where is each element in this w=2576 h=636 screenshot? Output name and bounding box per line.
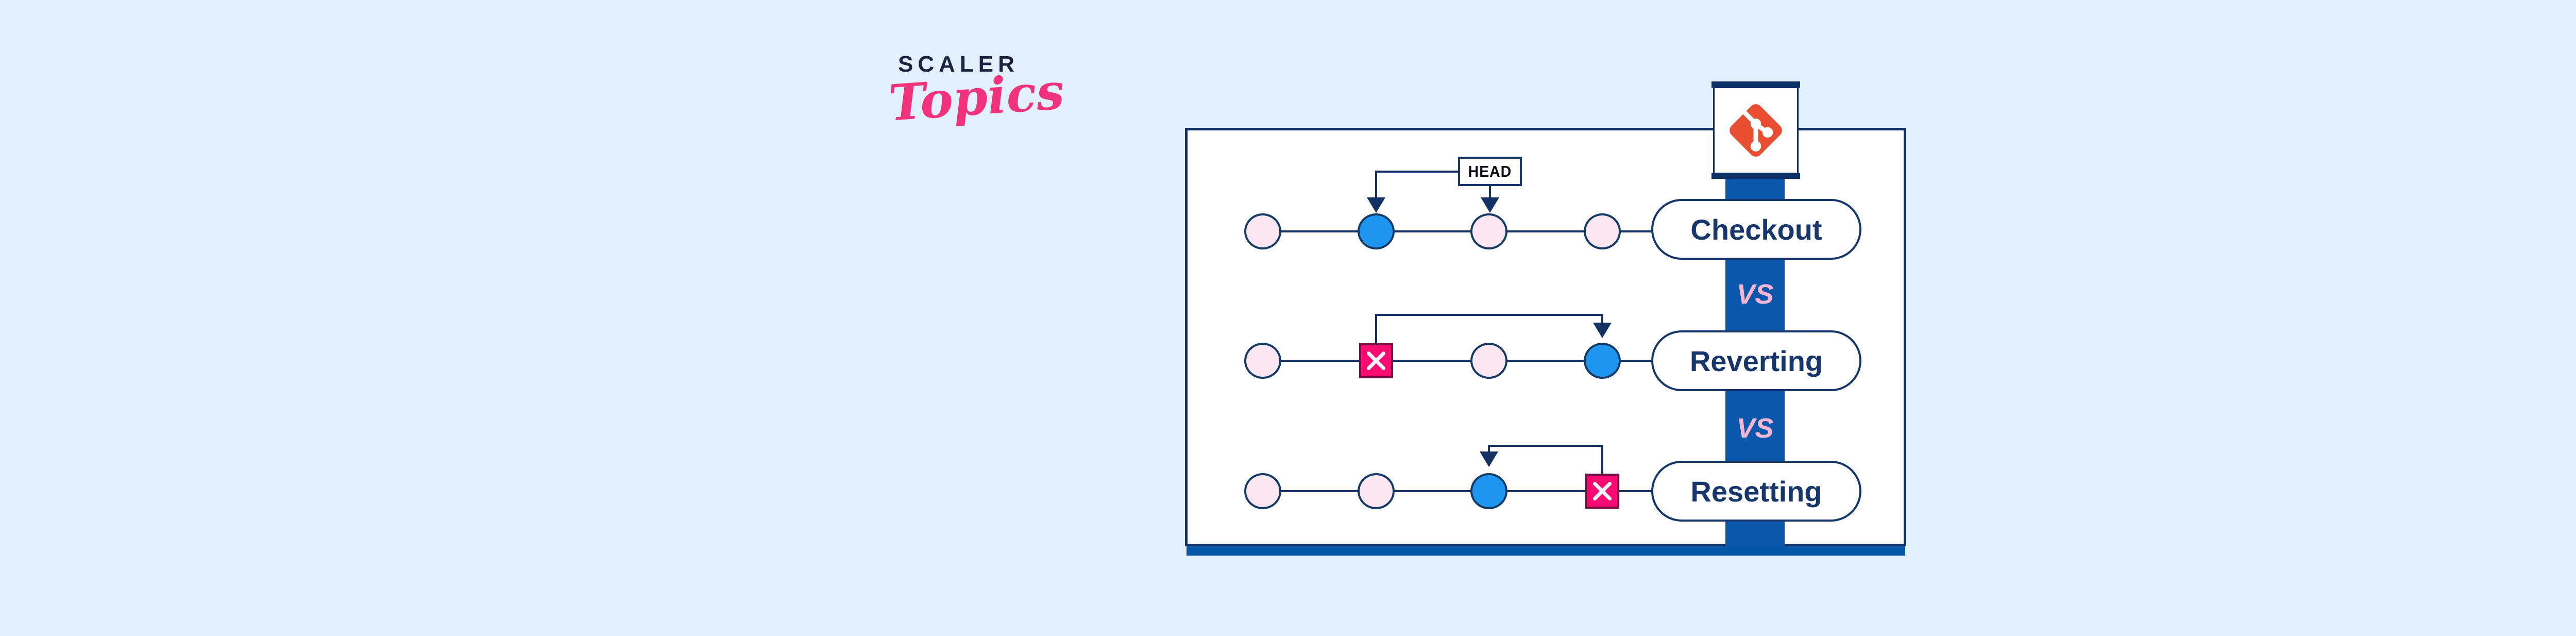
git-icon-cap-top [1711, 81, 1800, 88]
head-elbow-hline [1376, 171, 1459, 173]
resetting-label: Resetting [1690, 475, 1822, 508]
head-elbow-arrowhead-icon [1367, 197, 1385, 213]
revert-elbow-hline [1375, 314, 1603, 316]
reset-elbow-vline-right [1601, 446, 1603, 474]
commit-line-row3 [1263, 490, 1653, 492]
blue-commit-node [1358, 213, 1395, 249]
pink-commit-node [1244, 343, 1281, 379]
reverting-pill: Reverting [1651, 330, 1861, 391]
pink-commit-node [1244, 473, 1281, 509]
reset-elbow-hline [1488, 445, 1603, 447]
pink-commit-node [1470, 343, 1507, 379]
git-logo-icon [1730, 104, 1782, 157]
checkout-label: Checkout [1690, 213, 1822, 246]
logo-script-text: Topics [887, 62, 1066, 132]
head-elbow-vline [1375, 171, 1377, 198]
head-box: HEAD [1458, 157, 1522, 186]
head-arrow-stem [1489, 186, 1491, 198]
deleted-commit-node [1359, 343, 1393, 378]
git-icon [1713, 87, 1799, 174]
revert-arrowhead-icon [1593, 323, 1612, 338]
head-arrowhead-icon [1481, 197, 1499, 213]
head-label: HEAD [1468, 162, 1512, 180]
reset-elbow-vline-left [1488, 445, 1490, 453]
blue-commit-node [1584, 343, 1621, 379]
vs-label-2: VS [1736, 413, 1774, 444]
revert-elbow-vline-right [1601, 314, 1603, 324]
commit-line-row1 [1263, 230, 1653, 232]
reset-arrowhead-icon [1480, 451, 1498, 467]
commit-line-row2 [1263, 360, 1653, 362]
vs-label-1: VS [1736, 279, 1774, 310]
revert-elbow-vline-left [1375, 315, 1377, 343]
deleted-commit-node [1585, 474, 1619, 509]
pink-commit-node [1244, 213, 1281, 249]
checkout-pill: Checkout [1651, 199, 1861, 260]
blue-commit-node [1470, 473, 1507, 509]
resetting-pill: Resetting [1651, 461, 1861, 522]
scaler-topics-logo: SCALER Topics [887, 49, 1066, 153]
pink-commit-node [1358, 473, 1395, 509]
reverting-label: Reverting [1689, 344, 1823, 377]
panel-base-bar [1187, 546, 1905, 556]
git-icon-cap-bottom [1711, 173, 1800, 179]
pink-commit-node [1584, 213, 1621, 249]
pink-commit-node [1470, 213, 1507, 249]
logo-brand-text: SCALER [898, 52, 1019, 77]
